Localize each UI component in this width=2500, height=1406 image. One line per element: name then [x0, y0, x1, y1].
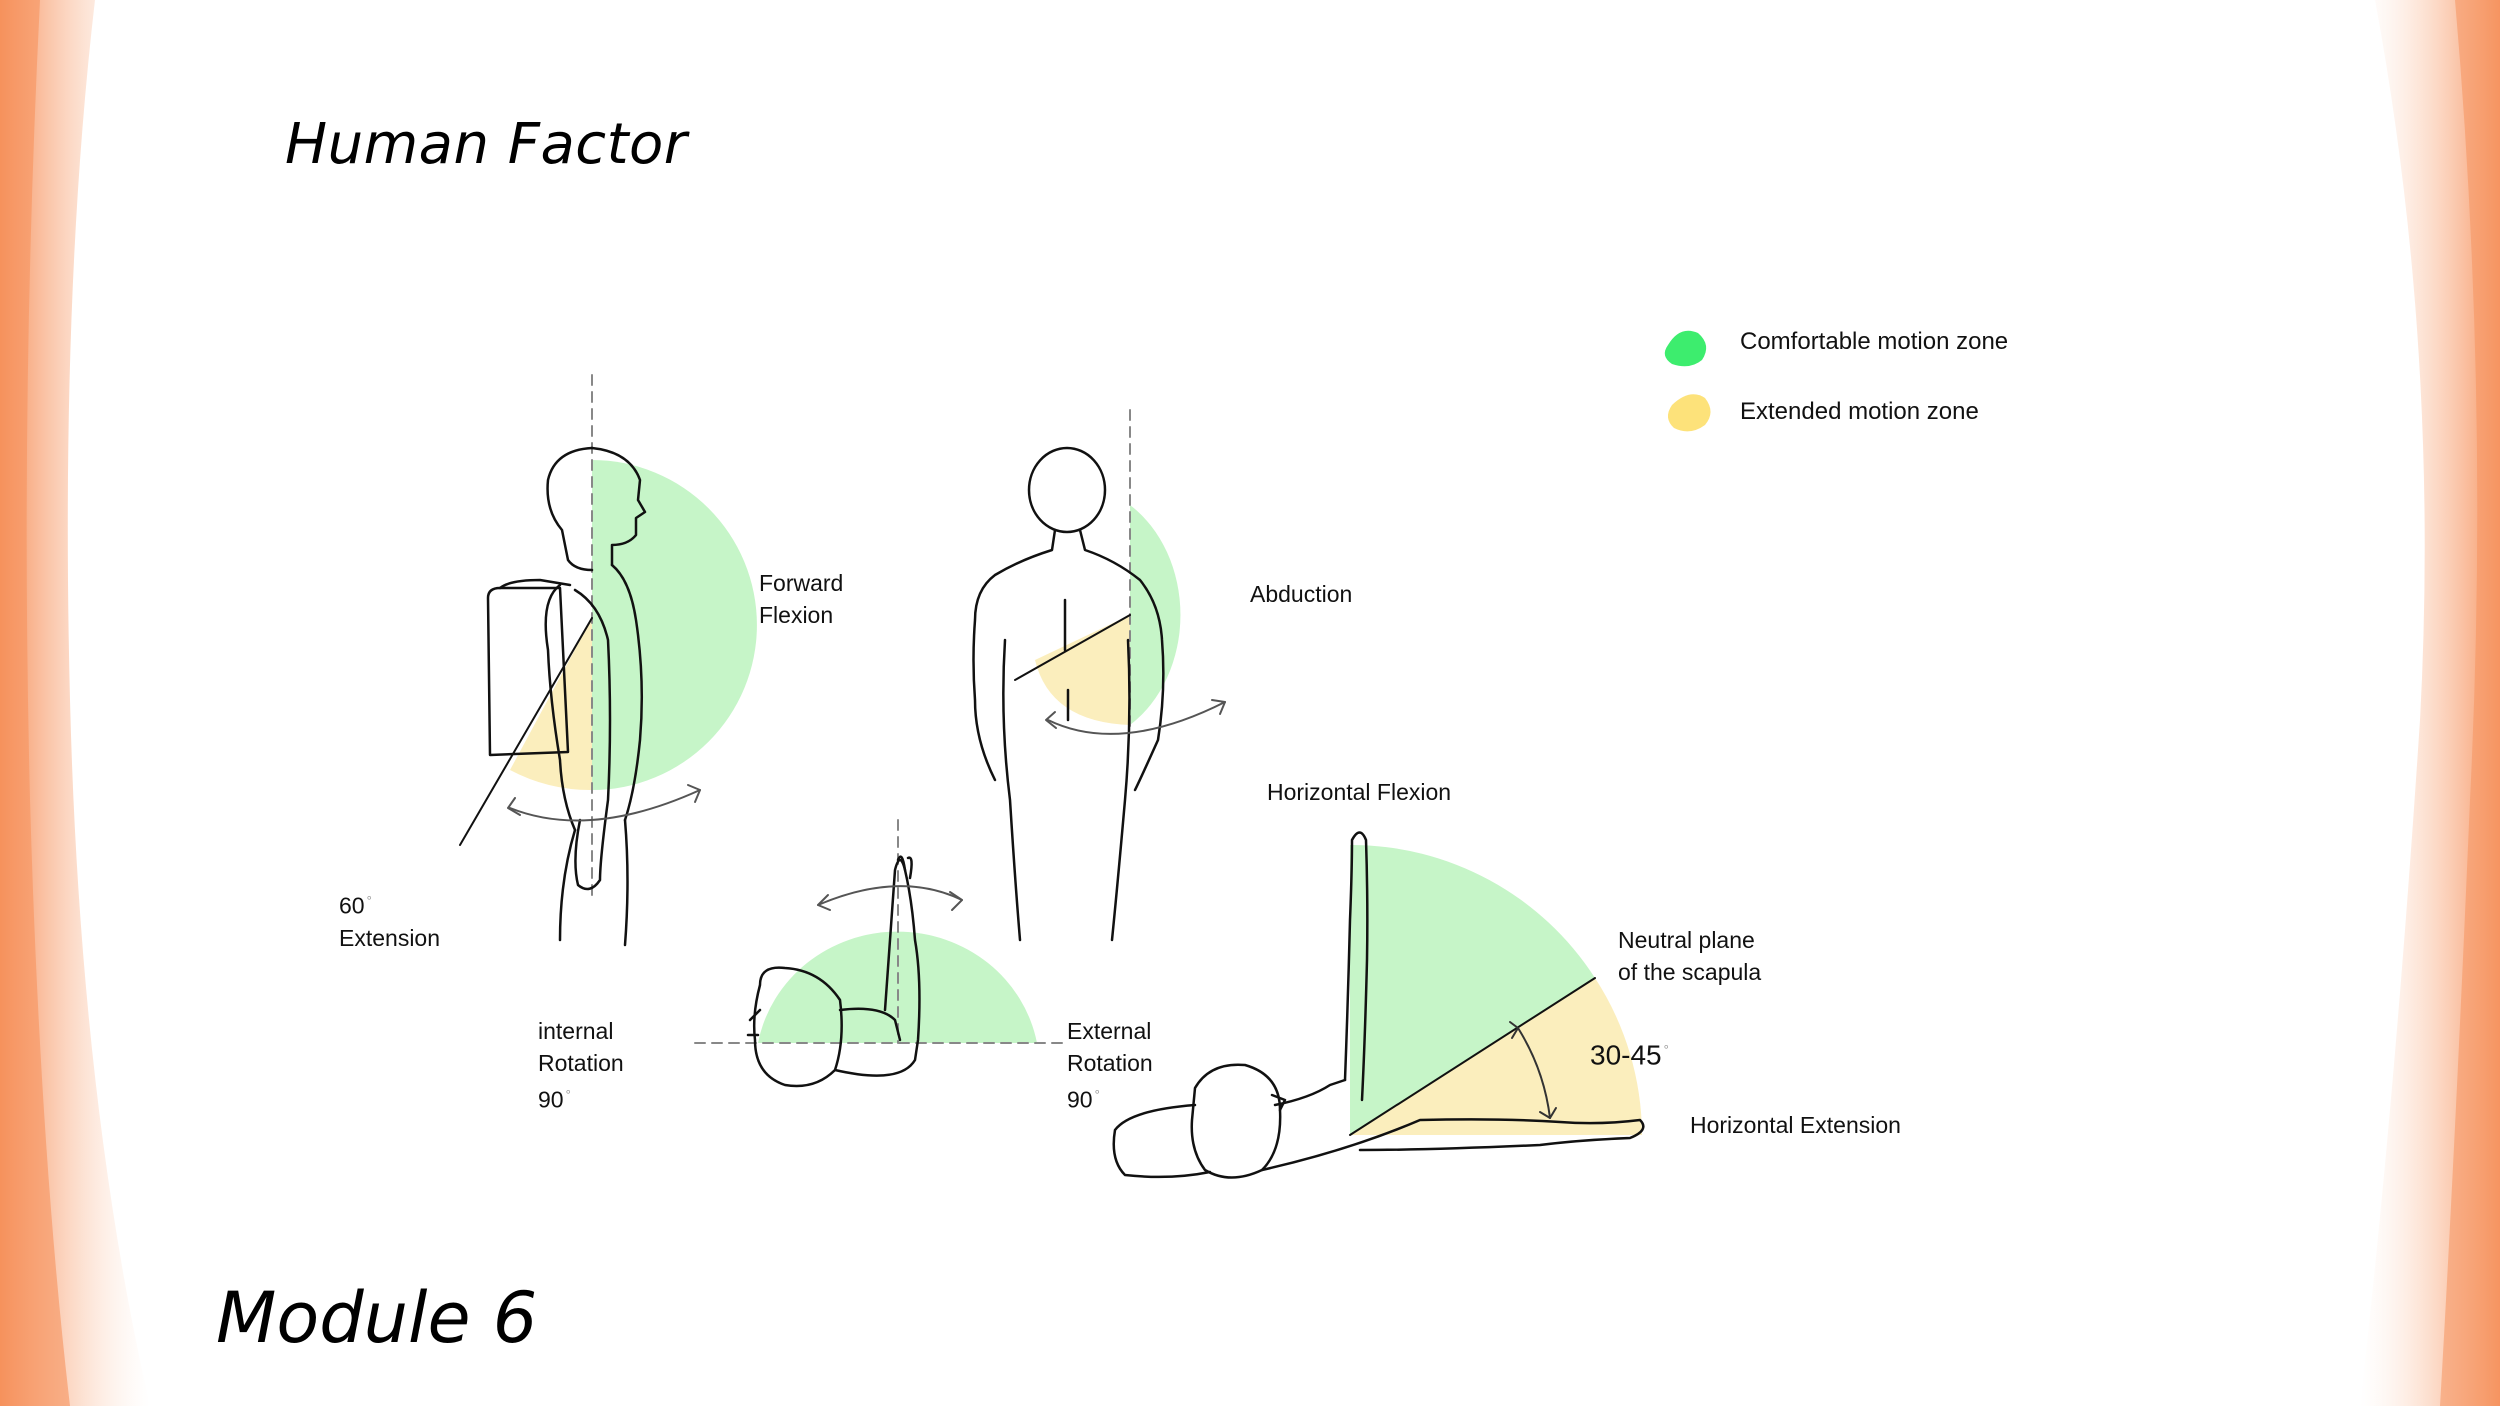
front-head	[1027, 446, 1107, 534]
abduction-label: Abduction	[1250, 581, 1353, 607]
horizontal-extension-label: Horizontal Extension	[1690, 1112, 1901, 1138]
forward-flexion-zone	[592, 460, 757, 790]
front-view-figure	[972, 409, 1226, 942]
abduction-limit-line	[1014, 614, 1131, 681]
rotation-arrow-side	[509, 789, 701, 822]
legend-extended-label: Extended motion zone	[1740, 398, 1979, 425]
abduction-extended-zone	[1035, 615, 1130, 725]
rotation-arrow-front	[1047, 701, 1226, 735]
extension-label: 60° Extension	[339, 892, 441, 951]
legend-swatch-extended	[1667, 394, 1711, 432]
internal-rotation-label: internal Rotation 90°	[538, 1018, 624, 1113]
range-arc	[1517, 1027, 1551, 1119]
legend-comfortable-label: Comfortable motion zone	[1740, 328, 2009, 355]
rotation-arrow-top	[817, 885, 963, 906]
forward-flexion-label: Forward Flexion	[759, 570, 844, 628]
legend-swatch-comfortable	[1664, 330, 1707, 367]
neutral-plane-label: Neutral plane of the scapula	[1618, 927, 1762, 985]
top-view-rotation-figure	[694, 819, 1066, 1088]
abduction-zone	[1130, 505, 1181, 725]
horizontal-head	[1190, 1063, 1282, 1179]
module-label: Module 6	[216, 1277, 538, 1359]
range-label: 30-45°	[1590, 1039, 1669, 1071]
external-rotation-label: External Rotation 90°	[1067, 1018, 1153, 1113]
slide-title: Human Factor	[285, 112, 688, 177]
horizontal-extension-zone	[1350, 978, 1642, 1135]
horizontal-flexion-label: Horizontal Flexion	[1267, 779, 1452, 805]
backpack	[486, 586, 570, 757]
extension-limit-line	[459, 617, 593, 846]
horizontal-flexion-figure	[1112, 831, 1645, 1179]
scapula-plane-line	[1349, 977, 1596, 1136]
side-view-figure	[459, 374, 757, 947]
horizontal-flexion-zone	[1350, 844, 1595, 1135]
rotation-zone	[758, 931, 1037, 1043]
